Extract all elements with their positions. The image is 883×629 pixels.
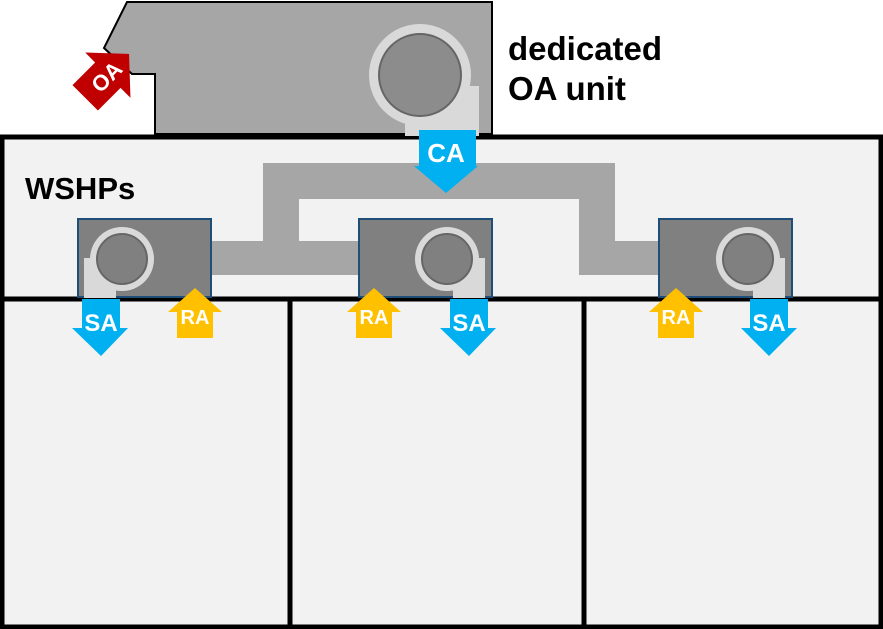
wshp-unit-3	[658, 218, 793, 298]
duct-right-branch	[579, 241, 659, 275]
fan-icon	[96, 233, 148, 285]
sa-arrow-1: SA	[72, 299, 128, 356]
wshp-unit-2	[358, 218, 493, 298]
title-line-1: dedicated	[508, 30, 662, 67]
fan-icon	[421, 233, 473, 285]
ra-arrow-2: RA	[347, 288, 401, 338]
ra-arrow-3: RA	[649, 288, 703, 338]
sa-arrow-label: SA	[452, 310, 485, 337]
ra-arrow-1: RA	[168, 288, 222, 338]
sa-arrow-label: SA	[84, 310, 117, 337]
ca-arrow-label: CA	[427, 138, 465, 168]
ra-arrow-label: RA	[662, 307, 691, 329]
title-line-2: OA unit	[508, 70, 626, 107]
ra-arrow-label: RA	[360, 307, 389, 329]
duct-left-branch	[212, 241, 299, 275]
sa-arrow-3: SA	[741, 299, 797, 356]
fan-icon	[722, 233, 774, 285]
duct-middle-branch	[299, 241, 359, 275]
oa-fan-icon	[378, 33, 462, 117]
sa-arrow-2: SA	[440, 299, 496, 356]
building-outline	[0, 134, 883, 629]
ca-arrow: CA	[414, 130, 478, 193]
sa-arrow-label: SA	[752, 310, 785, 337]
wshps-label: WSHPs	[25, 171, 135, 206]
wshp-unit-1	[77, 218, 212, 298]
ra-arrow-label: RA	[181, 307, 210, 329]
